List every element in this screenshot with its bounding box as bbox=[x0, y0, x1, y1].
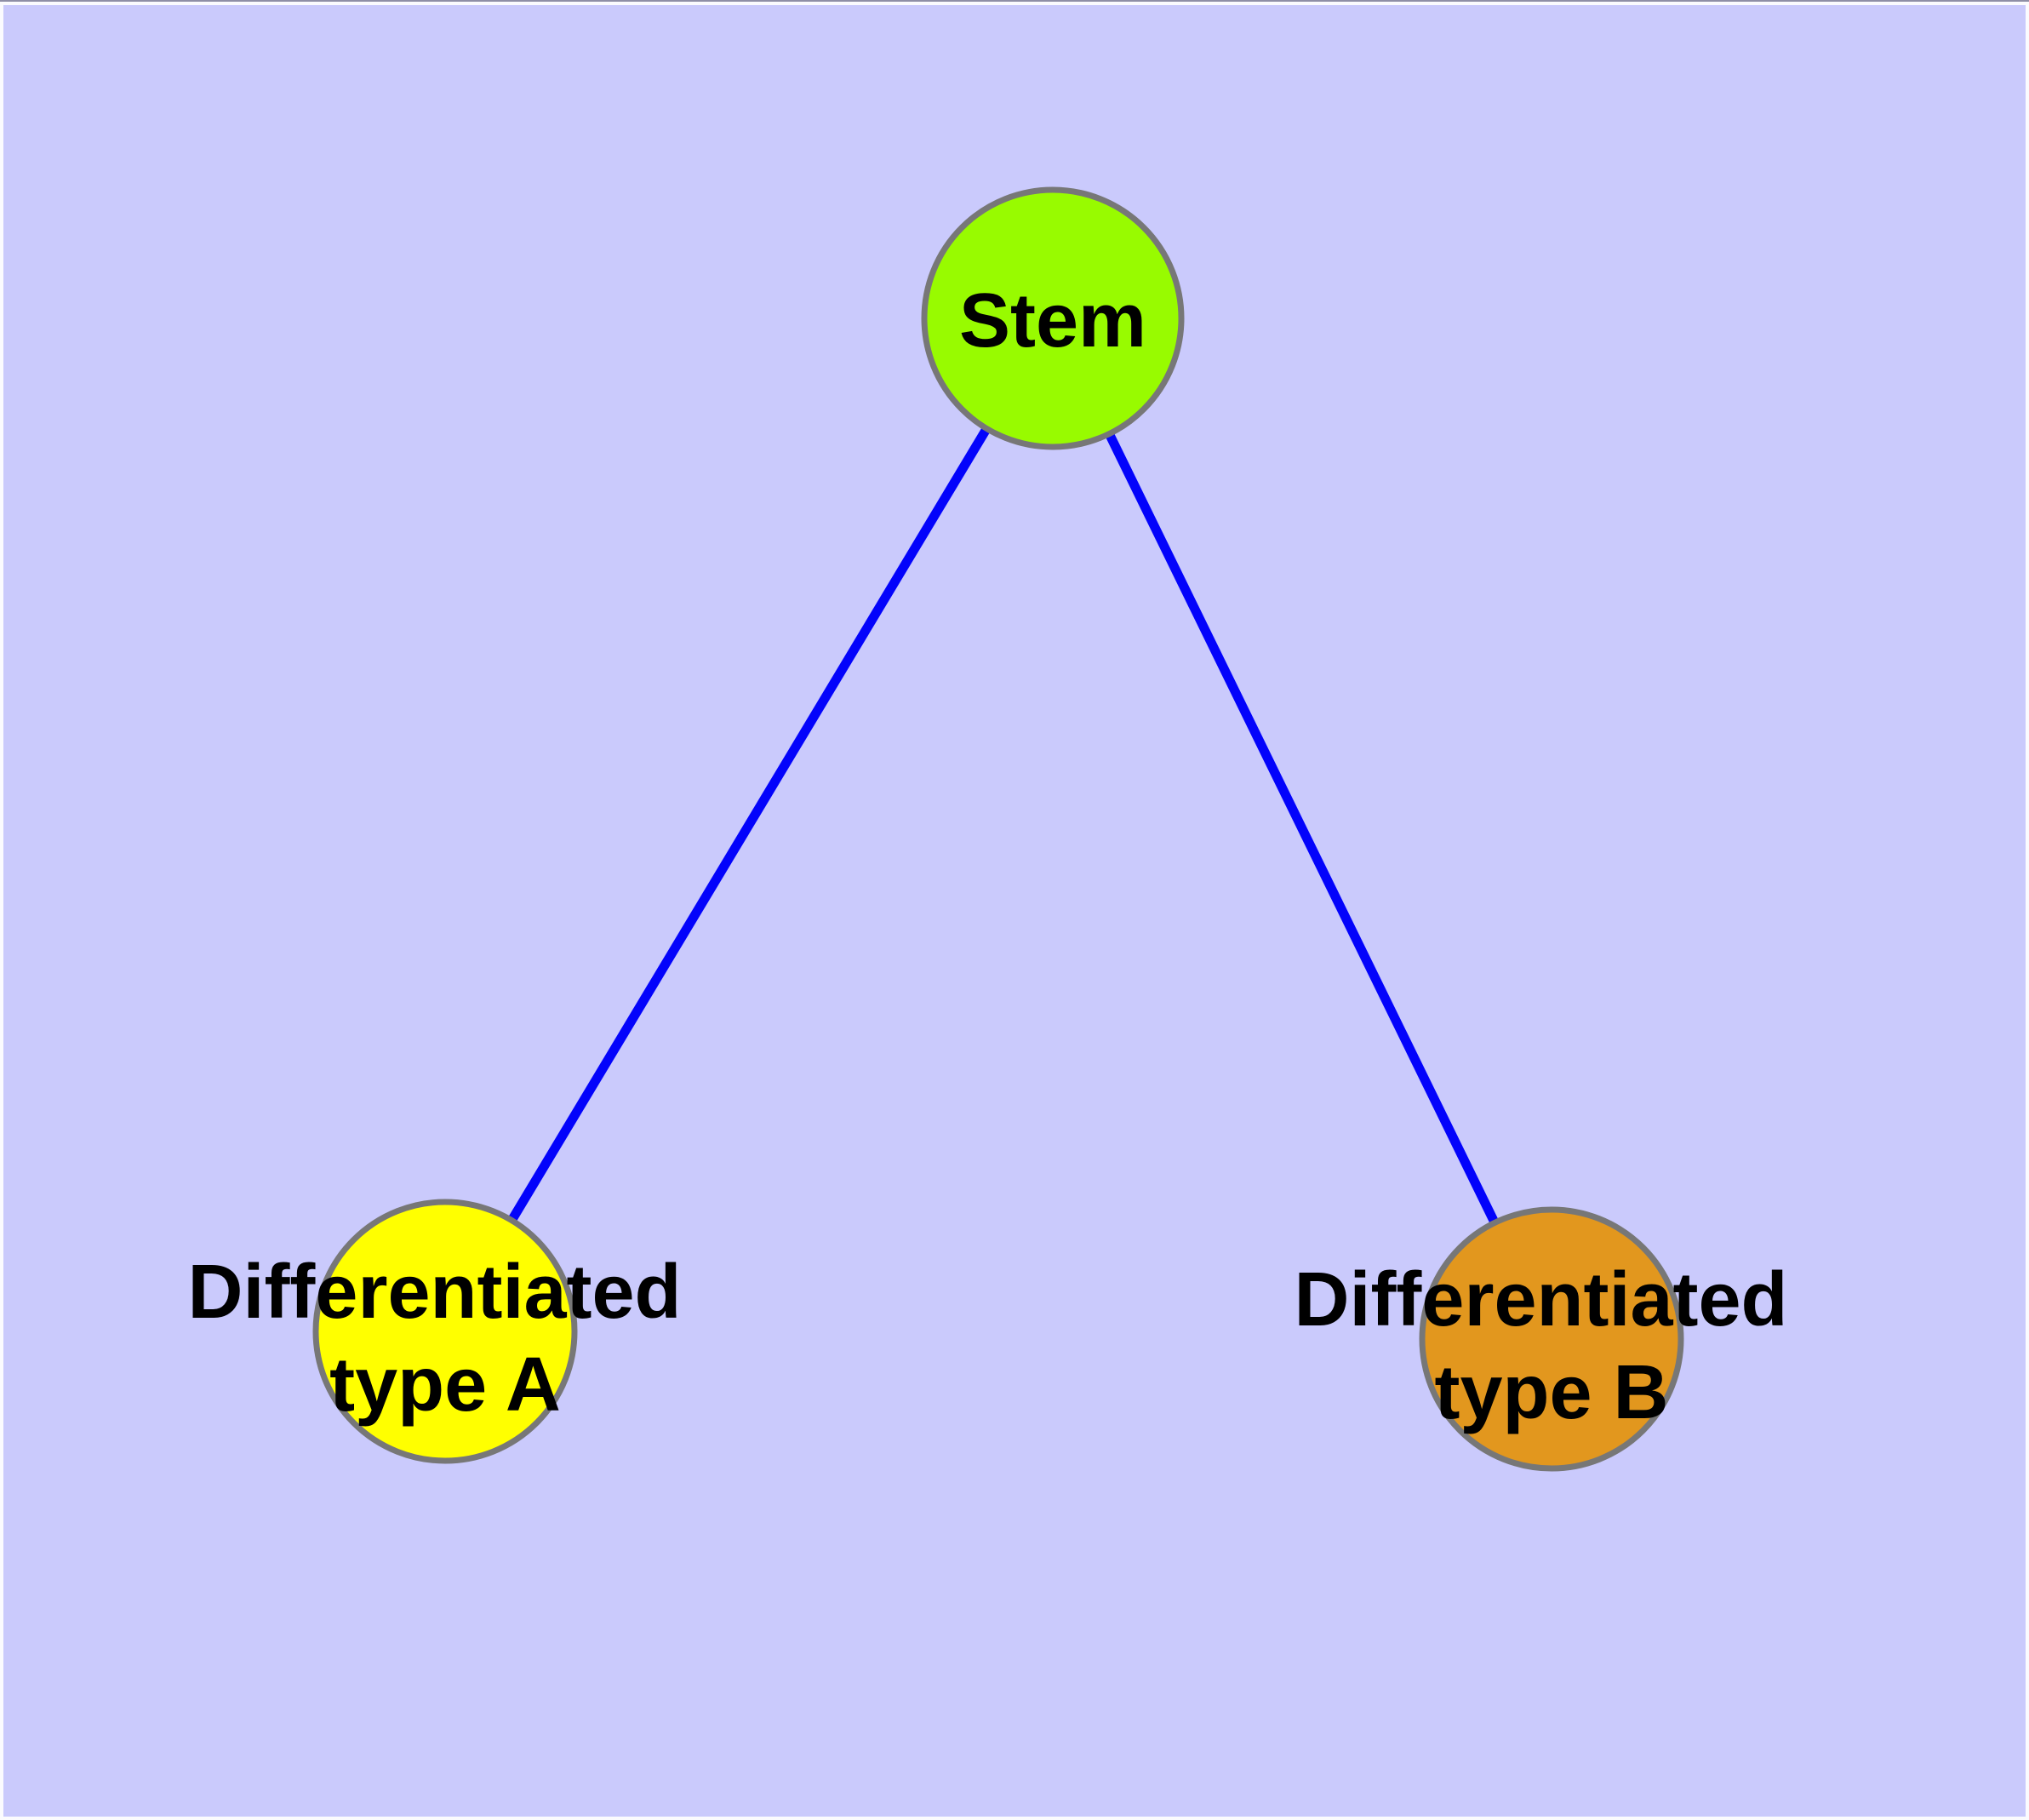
node-differentiated-type-a bbox=[312, 1199, 578, 1464]
node-differentiated-type-b-label-line-2: type B bbox=[1434, 1350, 1668, 1435]
node-differentiated-type-a-label-line-2: type A bbox=[329, 1342, 561, 1428]
node-differentiated-type-b bbox=[1419, 1206, 1684, 1472]
edge-stem-to-type-b bbox=[1049, 316, 1556, 1342]
node-differentiated-type-a-label: Differentiated type A bbox=[187, 1250, 702, 1428]
node-differentiated-type-b-label: Differentiated type B bbox=[1294, 1257, 1809, 1435]
node-stem-label-line-1: Stem bbox=[959, 278, 1146, 363]
node-stem bbox=[921, 186, 1185, 450]
node-differentiated-type-b-label-line-1: Differentiated bbox=[1294, 1257, 1787, 1342]
window-top-edge bbox=[0, 0, 2029, 2]
edge-stem-to-type-a bbox=[441, 316, 1057, 1334]
node-stem-label: Stem bbox=[959, 278, 1146, 363]
node-differentiated-type-a-label-line-1: Differentiated bbox=[187, 1250, 681, 1335]
